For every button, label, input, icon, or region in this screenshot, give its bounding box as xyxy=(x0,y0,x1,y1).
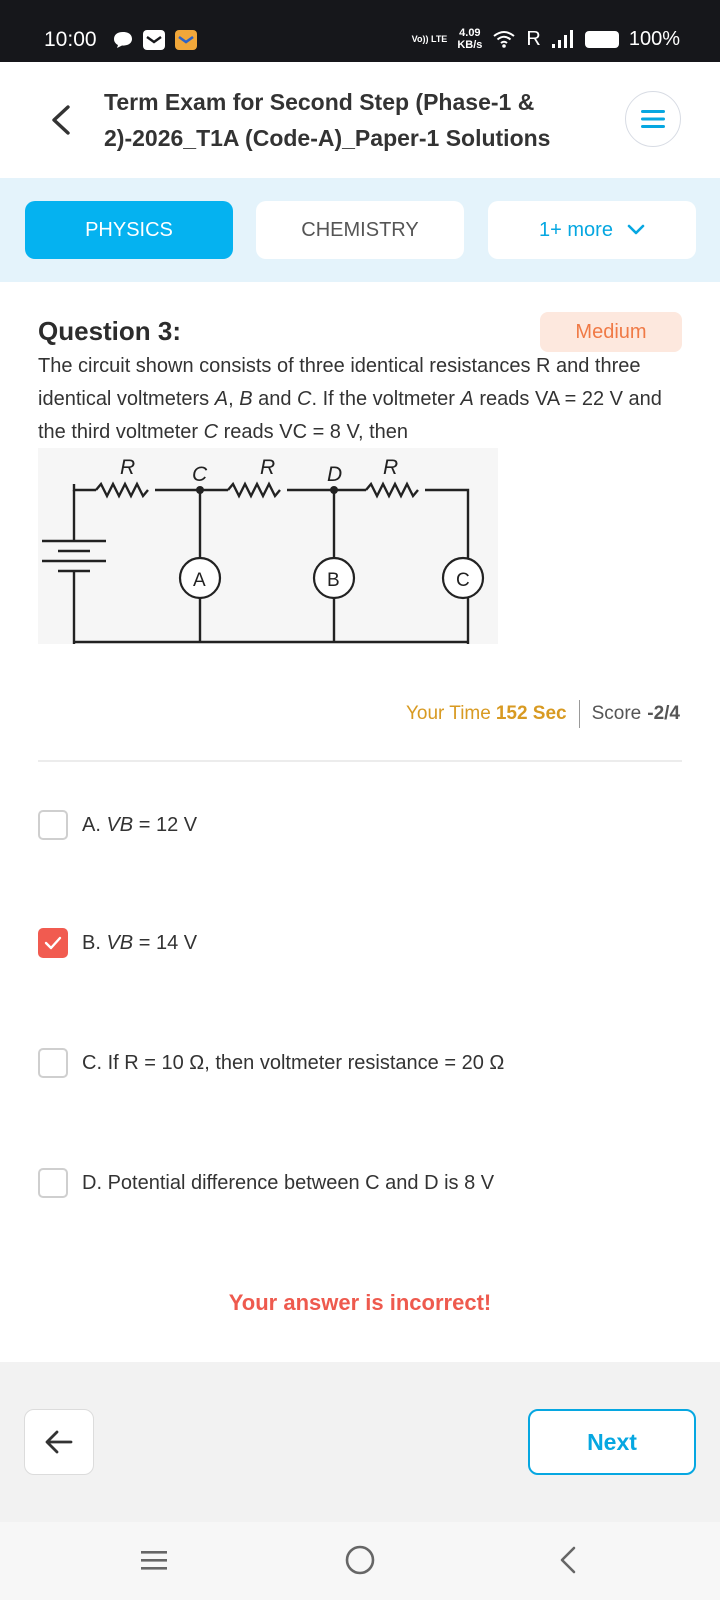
checkmark-icon xyxy=(44,936,62,950)
question-navigation: Next xyxy=(0,1362,720,1522)
home-circle-icon xyxy=(345,1545,375,1575)
checkbox[interactable] xyxy=(38,1048,68,1078)
subject-tabs: PHYSICS CHEMISTRY 1+ more xyxy=(0,178,720,282)
voltmeter-a xyxy=(178,556,222,600)
arrow-left-icon xyxy=(45,1430,73,1454)
resistor-2 xyxy=(227,481,281,499)
checkbox[interactable] xyxy=(38,1168,68,1198)
recent-apps-button[interactable] xyxy=(132,1538,176,1582)
tab-label: 1+ more xyxy=(539,218,613,241)
resistor-1 xyxy=(95,481,149,499)
node-c-label: C xyxy=(192,463,208,486)
back-triangle-icon xyxy=(560,1546,576,1574)
status-time: 10:00 xyxy=(44,28,97,51)
tab-chemistry[interactable]: CHEMISTRY xyxy=(256,201,464,259)
mail-icon xyxy=(143,30,165,50)
status-bar: 10:00 Vo)) LTE 4.09 KB/s R 100% xyxy=(0,0,720,62)
option-b[interactable]: B. VB = 14 V xyxy=(38,928,197,958)
checkbox-checked[interactable] xyxy=(38,928,68,958)
stats-divider xyxy=(578,700,580,728)
node-c-dot xyxy=(196,486,204,494)
tab-physics[interactable]: PHYSICS xyxy=(25,201,233,259)
option-d[interactable]: D. Potential difference between C and D … xyxy=(38,1168,494,1198)
question-text: The circuit shown consists of three iden… xyxy=(38,355,662,443)
voltmeter-c-label: C xyxy=(456,570,470,591)
option-text: A. VB = 12 V xyxy=(82,813,198,836)
voltmeter-b-label: B xyxy=(327,570,340,591)
tab-label: PHYSICS xyxy=(85,218,173,241)
answer-result: Your answer is incorrect! xyxy=(228,1290,492,1315)
chevron-down-icon xyxy=(627,224,645,235)
speed-value: 4.09 xyxy=(459,27,481,39)
question-number: Question 3: xyxy=(38,316,182,346)
menu-button[interactable] xyxy=(625,91,681,147)
question-card: Question 3: Medium The circuit shown con… xyxy=(0,282,720,1362)
difficulty-badge: Medium xyxy=(540,312,682,352)
roaming-indicator: R xyxy=(526,27,541,50)
system-nav-bar xyxy=(0,1522,720,1600)
option-text: B. VB = 14 V xyxy=(82,931,198,954)
system-back-button[interactable] xyxy=(546,1538,590,1582)
battery-level: 100% xyxy=(628,27,680,50)
va-expression: VA = 22 V xyxy=(534,388,623,410)
option-c[interactable]: C. If R = 10 Ω, then voltmeter resistanc… xyxy=(38,1048,504,1078)
resistor-3-label: R xyxy=(383,456,398,479)
node-d-label: D xyxy=(327,463,342,486)
resistor-2-label: R xyxy=(260,456,275,479)
notification-icons xyxy=(112,29,198,51)
score-label: Score xyxy=(591,703,642,724)
speed-unit: KB/s xyxy=(457,39,483,51)
menu-lines-icon xyxy=(641,110,665,128)
top-wire-left xyxy=(72,484,96,492)
chat-bubble-icon xyxy=(114,32,132,48)
tab-more[interactable]: 1+ more xyxy=(488,201,696,259)
circuit-diagram: R R R C D A B C xyxy=(38,448,498,644)
volte-indicator: Vo)) LTE xyxy=(411,34,448,44)
option-text: D. Potential difference between C and D … xyxy=(82,1171,495,1194)
option-text: C. If R = 10 Ω, then voltmeter resistanc… xyxy=(82,1051,505,1074)
time-value: 152 Sec xyxy=(495,703,567,724)
voltmeter-c xyxy=(441,556,485,600)
recent-apps-icon xyxy=(141,1551,167,1570)
battery-icon xyxy=(584,30,619,48)
time-label: Your Time xyxy=(405,703,491,724)
back-chevron-icon[interactable] xyxy=(46,102,76,138)
attempt-stats: Your Time 152 Sec Score -2/4 xyxy=(406,700,680,728)
vc-expression: VC = 8 V xyxy=(279,421,358,443)
signal-icon xyxy=(551,30,573,48)
status-right: Vo)) LTE 4.09 KB/s R 100% xyxy=(412,27,680,51)
previous-button[interactable] xyxy=(24,1409,94,1475)
voltmeter-b xyxy=(312,556,356,600)
next-button[interactable]: Next xyxy=(528,1409,696,1475)
app-header: Term Exam for Second Step (Phase-1 & 2)-… xyxy=(0,62,720,178)
option-a[interactable]: A. VB = 12 V xyxy=(38,810,197,840)
network-speed: 4.09 KB/s xyxy=(457,27,482,51)
resistor-1-label: R xyxy=(120,456,135,479)
voltmeter-a-label: A xyxy=(193,570,206,591)
node-d-dot xyxy=(330,486,338,494)
home-button[interactable] xyxy=(338,1538,382,1582)
checkbox[interactable] xyxy=(38,810,68,840)
wifi-icon xyxy=(493,31,516,48)
divider-line xyxy=(38,760,682,762)
tab-label: CHEMISTRY xyxy=(301,218,419,241)
page-title: Term Exam for Second Step (Phase-1 & 2)-… xyxy=(104,89,551,151)
resistor-3 xyxy=(365,481,419,499)
app-notification-icon xyxy=(175,30,197,50)
score-value: -2/4 xyxy=(647,703,680,724)
